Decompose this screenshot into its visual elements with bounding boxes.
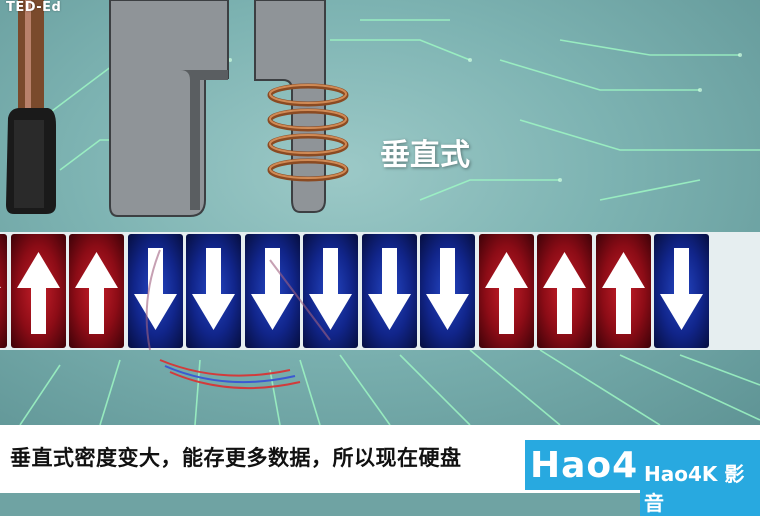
- arrow-down-icon: [133, 248, 177, 330]
- circuit-background: [6, 0, 760, 425]
- arrow-down-icon: [192, 248, 235, 330]
- domain-up: [10, 234, 66, 348]
- recording-type-label: 垂直式: [380, 138, 470, 173]
- subtitle-text: 垂直式密度变大，能存更多数据，所以现在硬盘: [10, 446, 462, 470]
- arrow-down-icon: [426, 248, 469, 330]
- arrow-up-icon: [75, 252, 118, 334]
- arrow-up-icon: [16, 252, 60, 334]
- logo-text-small: Hao4K 影音: [640, 458, 760, 516]
- domain-up: [69, 234, 124, 348]
- arrow-up-icon: [484, 252, 528, 334]
- arrow-down-icon: [367, 248, 411, 330]
- domain-down: [186, 234, 241, 348]
- domain-down: [303, 234, 358, 348]
- domain-up: [537, 234, 592, 348]
- animation-scene: TED-Ed 垂直式: [0, 0, 760, 425]
- ted-ed-watermark: TED-Ed: [6, 0, 62, 15]
- domain-down: [420, 234, 475, 348]
- magnetic-domain-strip: [0, 232, 760, 350]
- arrow-up-icon: [543, 252, 586, 334]
- arrow-down-icon: [250, 248, 294, 330]
- logo-text-large: Hao4: [530, 445, 639, 486]
- domain-down: [244, 234, 300, 348]
- domain-up: [0, 234, 7, 348]
- arrow-down-icon: [309, 248, 352, 330]
- arrow-up-icon: [601, 252, 645, 334]
- domain-down: [361, 234, 417, 348]
- arrow-down-icon: [660, 248, 703, 330]
- domain-down: [127, 234, 183, 348]
- domain-down: [654, 234, 709, 348]
- domain-up: [478, 234, 534, 348]
- domain-up: [595, 234, 651, 348]
- arrow-up-icon: [0, 286, 1, 288]
